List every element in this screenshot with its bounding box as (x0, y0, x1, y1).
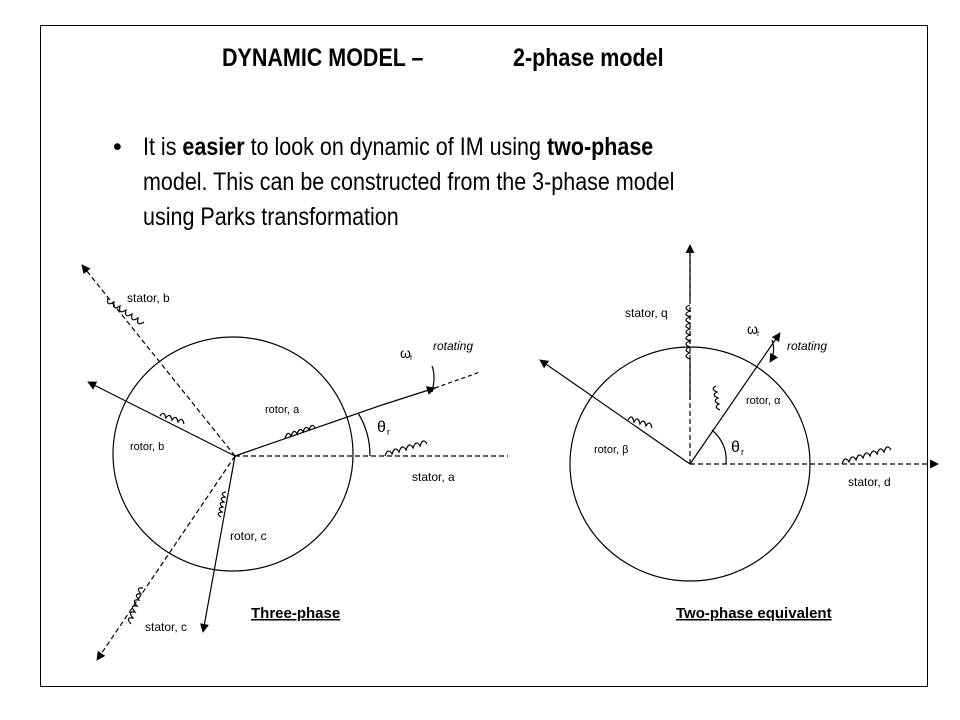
rotating-label-2ph: rotating (787, 339, 827, 353)
rotating-label-3ph: rotating (433, 339, 473, 353)
stator-b-axis (81, 264, 236, 457)
omega-r-arrow-2ph (769, 339, 779, 363)
theta-r-sub-2ph: r (741, 447, 744, 457)
omega-r-arrow-3ph (431, 365, 435, 393)
stator-b-label: stator, b (127, 291, 170, 305)
rotor-b-coil (159, 412, 185, 425)
rotor-beta-label: rotor, β (594, 444, 628, 456)
stator-a-coil (384, 440, 428, 457)
stator-q-coil (685, 304, 692, 360)
rotor-a-line (234, 404, 383, 457)
three-phase-caption: Three-phase (251, 605, 340, 622)
rotor-a-rotating-arrow (381, 386, 436, 406)
theta-r-sub-3ph: r (387, 427, 390, 437)
stator-c-label: stator, c (145, 620, 187, 634)
stator-a-label: stator, a (412, 470, 455, 484)
rotor-a-label: rotor, a (265, 404, 300, 416)
theta-r-label-2ph: θ (731, 439, 740, 456)
omega-r-sub-2ph: r (757, 329, 760, 338)
rotor-c-label: rotor, c (230, 529, 267, 543)
stator-d-label: stator, d (848, 475, 891, 489)
rotor-alpha-coil (712, 385, 721, 411)
omega-r-label-2ph: ω (747, 321, 758, 337)
omega-r-sub-3ph: r (410, 353, 413, 362)
title-part-2: 2-phase model (513, 44, 664, 72)
omega-r-label-3ph: ω (400, 345, 411, 361)
stator-c-coil (127, 587, 144, 625)
two-phase-diagram (539, 244, 939, 582)
theta-r-arc-2ph (711, 429, 727, 465)
slide-frame (40, 25, 928, 687)
stator-q-label: stator, q (625, 306, 668, 320)
three-phase-rotor-circle (112, 336, 354, 572)
rotor-b-label: rotor, b (130, 441, 164, 453)
rotor-alpha-label: rotor, α (746, 395, 781, 407)
title-part-1: DYNAMIC MODEL – (222, 44, 424, 72)
rotating-axis-dashed (434, 371, 481, 389)
stator-d-coil (841, 446, 892, 465)
bullet-dot-icon: • (113, 133, 122, 161)
three-phase-diagram (81, 264, 508, 661)
rotor-beta-coil (627, 416, 653, 429)
rotor-a-coil (284, 424, 316, 439)
rotor-c-line (200, 455, 236, 633)
two-phase-caption: Two-phase equivalent (676, 605, 832, 622)
rotor-c-coil (217, 491, 227, 518)
rotor-beta-line (539, 359, 691, 465)
rotor-b-line (87, 381, 236, 457)
rotor-alpha-line (689, 332, 781, 465)
theta-r-label-3ph: θ (377, 419, 386, 436)
stator-b-coil (107, 297, 145, 325)
stator-c-axis (96, 455, 236, 661)
bullet-text: It is easier to look on dynamic of IM us… (143, 133, 675, 231)
theta-r-arc-3ph (357, 412, 371, 457)
